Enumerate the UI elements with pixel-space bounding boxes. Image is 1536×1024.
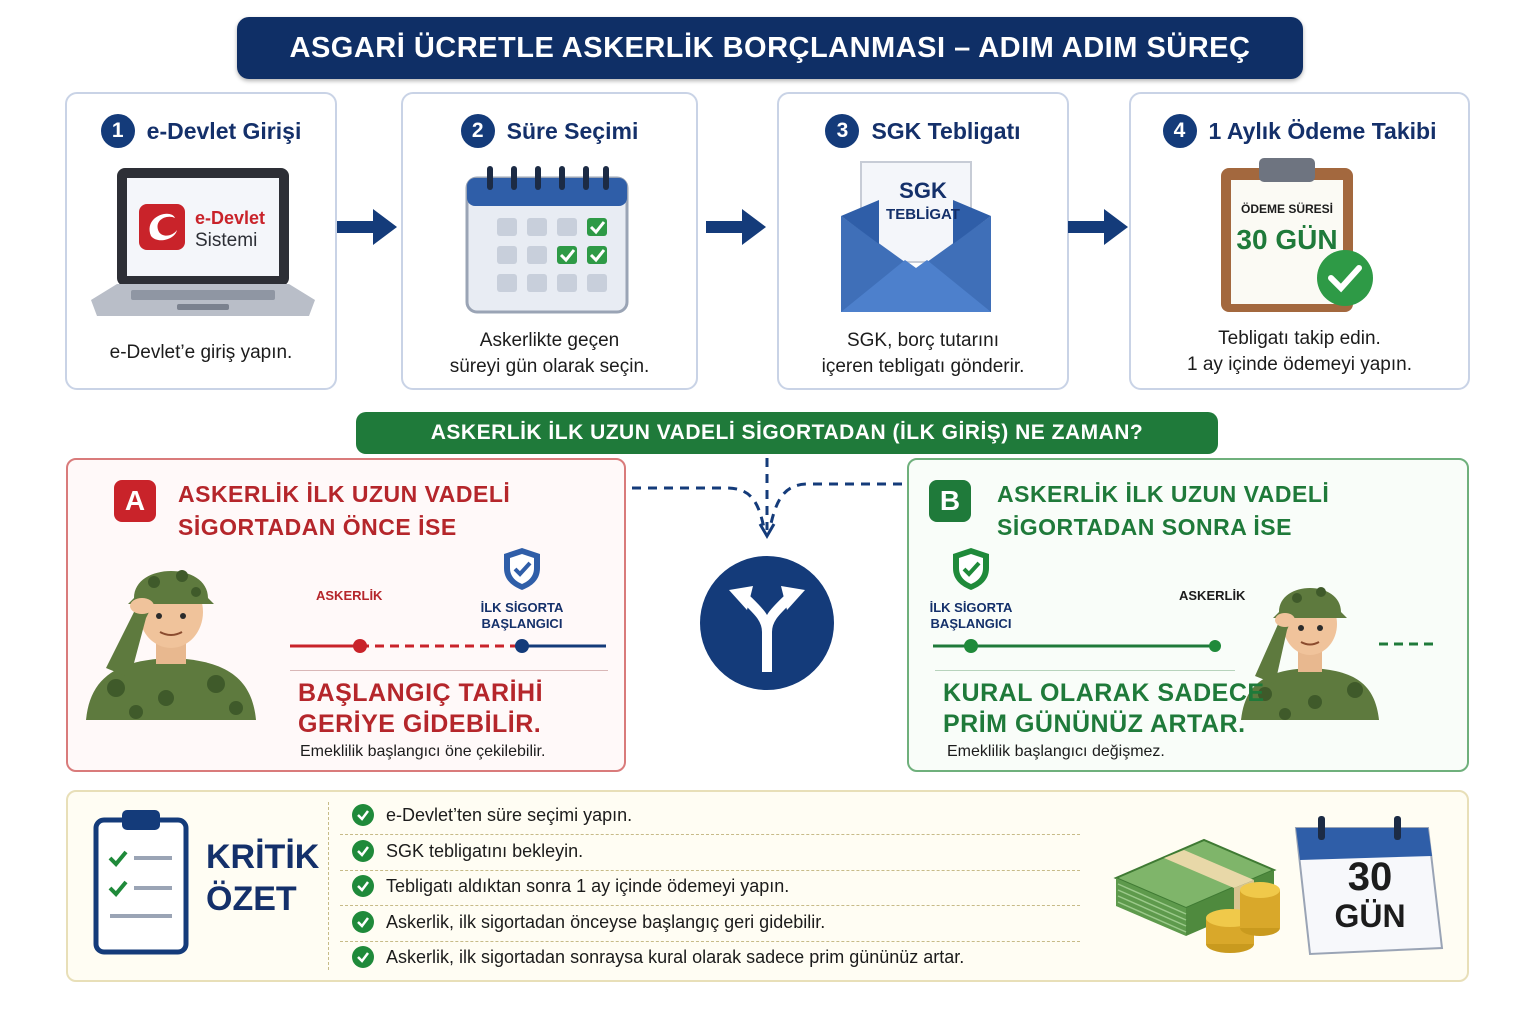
- step-description-line-1: Askerlikte geçen: [479, 330, 620, 351]
- payment-period-label: ÖDEME SÜRESİ: [1240, 202, 1333, 216]
- case-b-badge: B: [929, 480, 971, 522]
- case-b-title-line-1: ASKERLİK İLK UZUN VADELİ: [997, 481, 1330, 507]
- shield-check-icon: [953, 548, 989, 590]
- soldier-icon: [1241, 587, 1379, 720]
- list-item: SGK tebligatını bekleyin.: [352, 840, 583, 862]
- calendar-days: 30: [1347, 855, 1393, 899]
- summary-title-line-2: ÖZET: [206, 880, 297, 918]
- check-icon: [352, 875, 374, 897]
- timeline-a: [290, 639, 606, 653]
- timeline-b-extension: [1379, 642, 1437, 646]
- step-description-line-2: süreyi gün olarak seçin.: [449, 356, 650, 377]
- step-card-edevlet: 1 e-Devlet Girişi e-Devlet Sistemi e-Dev…: [65, 92, 337, 390]
- step-number: 2: [460, 114, 495, 148]
- step-title: SGK Tebligatı: [871, 117, 1021, 144]
- branch-connector: [632, 458, 902, 539]
- edevlet-logo-text-2: Sistemi: [195, 230, 258, 251]
- payment-period-value: 30 GÜN: [1236, 224, 1338, 255]
- summary-title-line-1: KRİTİK: [206, 838, 320, 876]
- step-description-line-1: SGK, borç tutarını: [846, 330, 1000, 351]
- case-a-title-line-2: SİGORTADAN ÖNCE İSE: [178, 514, 457, 540]
- timeline-label-first-insurance-2: BAŞLANGICI: [481, 616, 563, 631]
- summary-item-text: e-Devlet’ten süre seçimi yapın.: [386, 804, 633, 825]
- summary-item-text: SGK tebligatını bekleyin.: [386, 840, 584, 861]
- check-icon: [352, 911, 374, 933]
- list-item: e-Devlet’ten süre seçimi yapın.: [352, 804, 632, 826]
- case-b-title-line-2: SİGORTADAN SONRA İSE: [997, 514, 1292, 540]
- arrow-right-icon: [337, 209, 397, 245]
- timeline-label-askerlik: ASKERLİK: [316, 588, 383, 603]
- fork-icon: [700, 556, 834, 690]
- step-card-sure-secimi: 2 Süre Seçimi Askerlikte geçen süreyi gü…: [401, 92, 698, 390]
- list-item: Askerlik, ilk sigortadan sonraysa kural …: [352, 946, 964, 968]
- case-a-result-line-1: BAŞLANGIÇ TARİHİ: [298, 679, 544, 707]
- step-description: e-Devlet’e giriş yapın.: [109, 342, 293, 363]
- case-b-result-line-1: KURAL OLARAK SADECE: [943, 679, 1265, 707]
- list-item: Tebligatı aldıktan sonra 1 ay içinde öde…: [352, 875, 789, 897]
- step-title: Süre Seçimi: [506, 117, 639, 144]
- calendar-icon: [465, 166, 629, 314]
- check-icon: [352, 840, 374, 862]
- shield-check-icon: [504, 548, 540, 590]
- case-a-result-line-2: GERİYE GİDEBİLİR.: [298, 710, 542, 738]
- step-description-line-1: Tebligatı takip edin.: [1218, 328, 1381, 349]
- arrow-right-icon: [706, 209, 766, 245]
- clipboard-icon: [1221, 158, 1373, 312]
- case-a-badge: A: [114, 480, 156, 522]
- step-title: e-Devlet Girişi: [146, 117, 302, 144]
- timeline-label-first-insurance-1: İLK SİGORTA: [480, 600, 564, 615]
- step-title: 1 Aylık Ödeme Takibi: [1208, 117, 1437, 144]
- calendar-unit: GÜN: [1334, 898, 1406, 934]
- letter-subtitle: TEBLİGAT: [886, 206, 960, 223]
- summary-item-text: Tebligatı aldıktan sonra 1 ay içinde öde…: [386, 875, 790, 896]
- money-icon: [1113, 838, 1280, 953]
- timeline-label-first-insurance-2: BAŞLANGICI: [930, 616, 1012, 631]
- edevlet-logo-text-1: e-Devlet: [195, 208, 266, 228]
- step-description-line-2: içeren tebligatı gönderir.: [821, 356, 1025, 377]
- case-a-panel: A ASKERLİK İLK UZUN VADELİ SİGORTADAN ÖN…: [66, 458, 626, 772]
- summary-item-text: Askerlik, ilk sigortadan sonraysa kural …: [386, 946, 965, 967]
- check-icon: [352, 804, 374, 826]
- letter-title: SGK: [899, 178, 947, 203]
- arrow-right-icon: [1068, 209, 1128, 245]
- step-card-sgk-tebligat: 3 SGK Tebligatı SGK TEBLİGAT SGK, borç t…: [777, 92, 1069, 390]
- laptop-icon: [91, 168, 315, 316]
- calendar-icon: [1294, 816, 1444, 956]
- case-b-panel: B ASKERLİK İLK UZUN VADELİ SİGORTADAN SO…: [907, 458, 1469, 772]
- page-title: ASGARİ ÜCRETLE ASKERLİK BORÇLANMASI – AD…: [237, 17, 1303, 79]
- step-description-line-2: 1 ay içinde ödemeyi yapın.: [1187, 354, 1412, 375]
- case-b-result-line-2: PRİM GÜNÜNÜZ ARTAR.: [943, 710, 1246, 738]
- step-number: 4: [1162, 114, 1197, 148]
- step-card-odeme-takibi: 4 1 Aylık Ödeme Takibi ÖDEME SÜRESİ 30 G…: [1129, 92, 1470, 390]
- case-a-note: Emeklilik başlangıcı öne çekilebilir.: [300, 743, 546, 760]
- timeline-label-first-insurance-1: İLK SİGORTA: [929, 600, 1013, 615]
- list-item: Askerlik, ilk sigortadan önceyse başlang…: [352, 911, 825, 933]
- step-number: 3: [825, 114, 860, 148]
- soldier-icon: [86, 570, 256, 720]
- question-banner: ASKERLİK İLK UZUN VADELİ SİGORTADAN (İLK…: [356, 412, 1218, 454]
- case-b-note: Emeklilik başlangıcı değişmez.: [947, 743, 1165, 760]
- checklist-icon: [93, 810, 189, 955]
- envelope-icon: [841, 161, 991, 312]
- timeline-b: [933, 639, 1221, 653]
- check-icon: [352, 946, 374, 968]
- summary-item-text: Askerlik, ilk sigortadan önceyse başlang…: [386, 911, 826, 932]
- case-a-title-line-1: ASKERLİK İLK UZUN VADELİ: [178, 481, 511, 507]
- timeline-label-askerlik: ASKERLİK: [1179, 588, 1246, 603]
- step-number: 1: [100, 114, 135, 148]
